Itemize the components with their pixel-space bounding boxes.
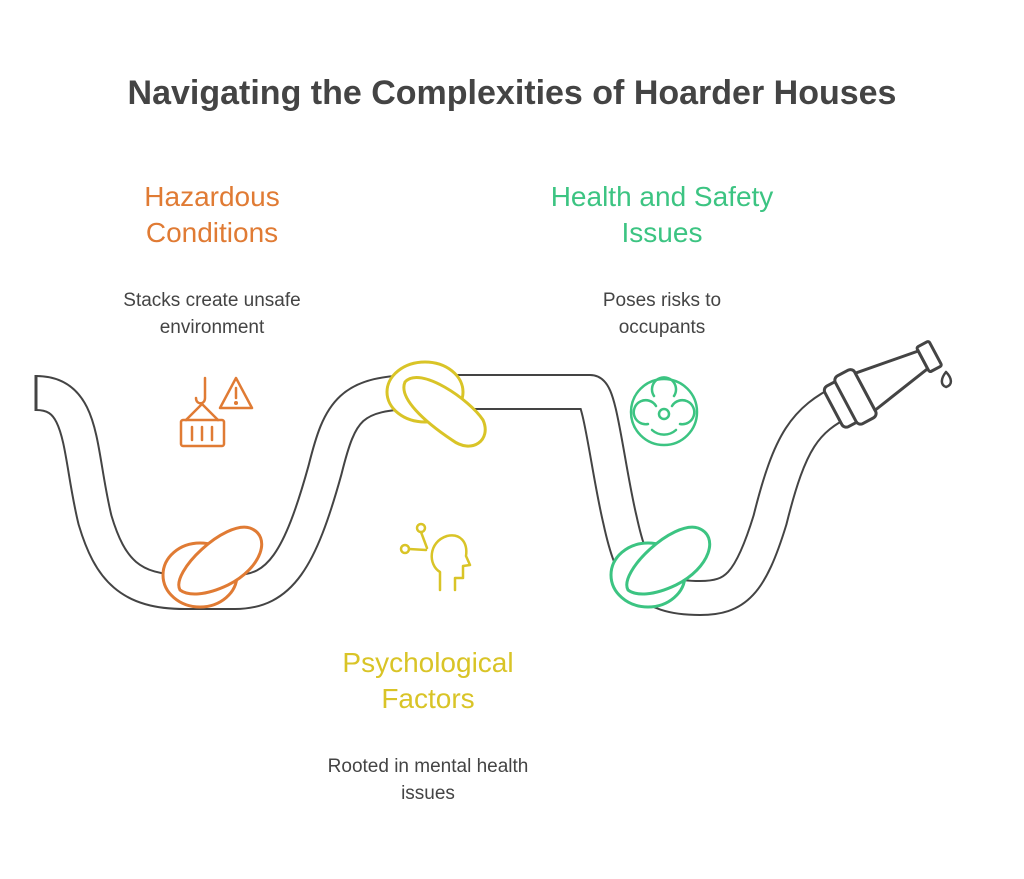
knot-hazard: [161, 525, 264, 609]
crane-hazard-icon: [179, 376, 254, 448]
nozzle-icon: [822, 340, 953, 429]
hazard-description: Stacks create unsafe environment: [123, 290, 301, 338]
health-description: Poses risks to occupants: [602, 290, 722, 338]
knot-psych: [385, 360, 487, 448]
knot-health: [609, 525, 712, 609]
page-title: Navigating the Complexities of Hoarder H…: [127, 74, 897, 112]
hazard-heading: Hazardous Conditions: [144, 181, 280, 248]
psych-heading: Psychological Factors: [342, 647, 514, 714]
health-heading: Health and Safety Issues: [550, 181, 774, 248]
section-hazardous-conditions: Hazardous Conditions Stacks create unsaf…: [62, 179, 362, 341]
psych-description: Rooted in mental health issues: [327, 756, 529, 804]
biohazard-icon: [629, 376, 699, 447]
mind-head-icon: [399, 522, 472, 592]
section-health-safety: Health and Safety Issues Poses risks to …: [512, 179, 812, 341]
section-psychological-factors: Psychological Factors Rooted in mental h…: [278, 645, 578, 807]
